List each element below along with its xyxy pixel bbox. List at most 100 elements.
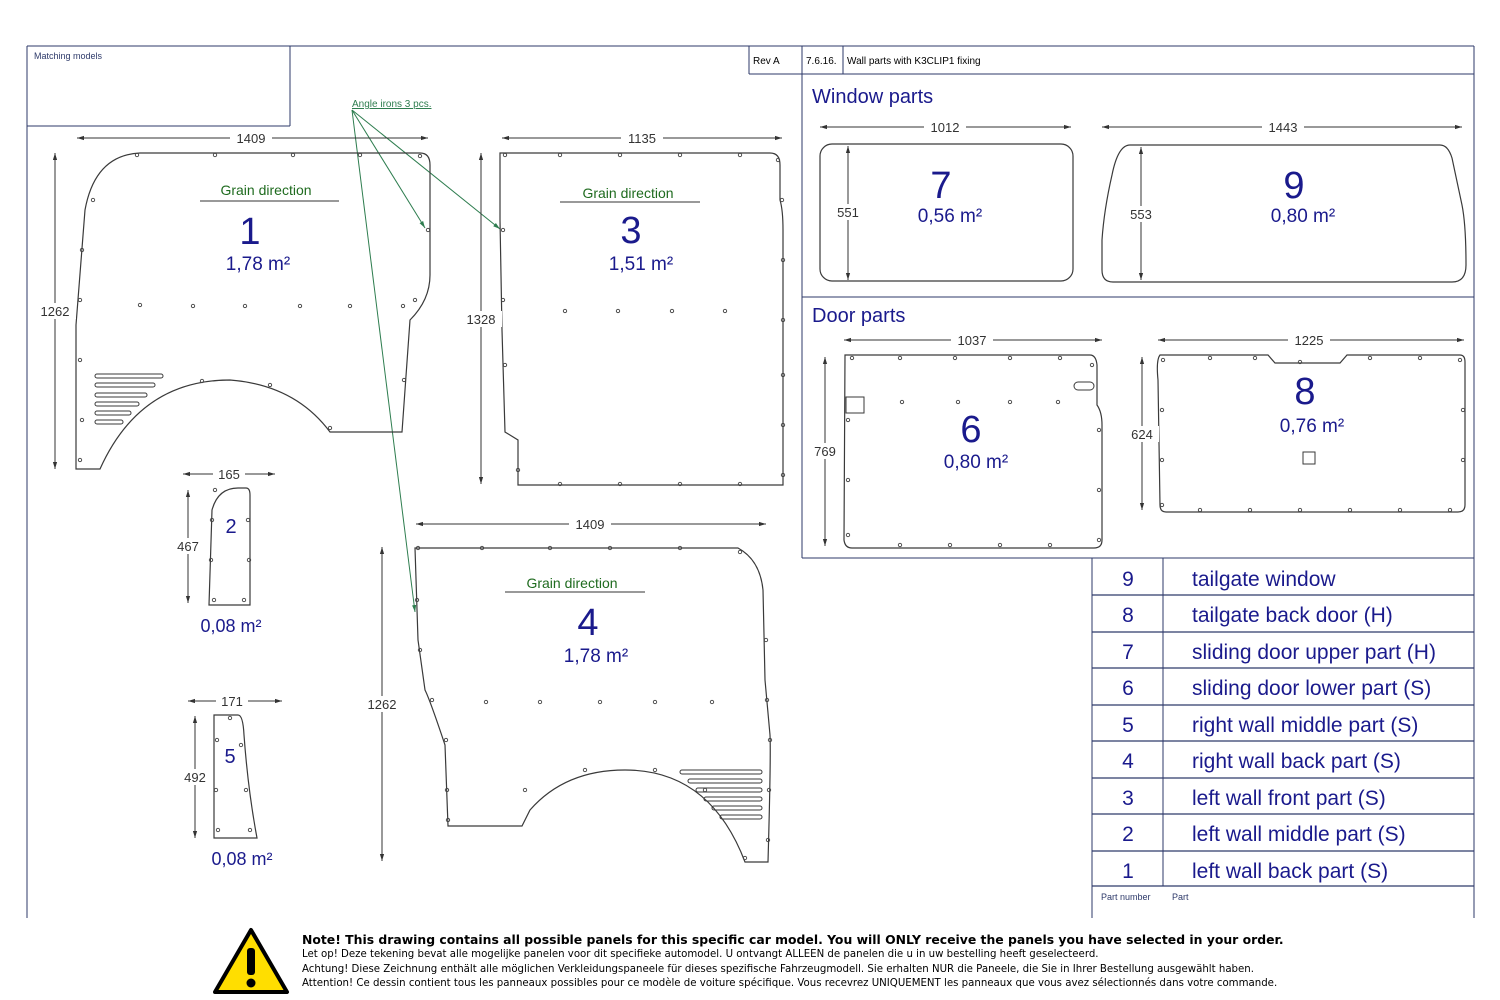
panel-2-outline (208, 487, 251, 606)
panel-9-width: 1443 (1269, 120, 1298, 135)
fixing-hole (417, 647, 423, 653)
panel-1-outline (75, 152, 431, 470)
fixing-hole (849, 355, 855, 361)
fixing-hole (425, 227, 431, 233)
fixing-hole (1447, 507, 1453, 513)
fixing-hole (212, 487, 218, 493)
panel-4-grain: Grain direction (526, 575, 617, 591)
panel-9: 9 0,80 m² 1443 553 (1101, 119, 1467, 283)
fixing-hole (955, 399, 961, 405)
revision-date: 7.6.16. (806, 56, 837, 67)
panel-4-vent-slots (679, 769, 763, 820)
fixing-hole (77, 457, 83, 463)
fixing-hole (780, 422, 786, 428)
panel-6-height: 769 (814, 444, 836, 459)
fixing-hole (290, 152, 296, 158)
fixing-hole (214, 737, 220, 743)
panel-1-area: 1,78 m² (226, 254, 290, 275)
warning-icon (213, 928, 289, 994)
fixing-hole (780, 317, 786, 323)
parts-row-number: 8 (1122, 604, 1134, 627)
fixing-hole (1207, 355, 1213, 361)
fixing-hole (134, 152, 140, 158)
fixing-hole (947, 542, 953, 548)
panel-3-area: 1,51 m² (609, 254, 673, 275)
panel-6-number: 6 (960, 409, 981, 451)
fixing-hole (79, 247, 85, 253)
fixing-hole (897, 542, 903, 548)
fixing-hole (190, 303, 196, 309)
fixing-hole (297, 303, 303, 309)
panel-5-width: 171 (221, 694, 243, 709)
fixing-hole (357, 152, 363, 158)
panel-8-area: 0,76 m² (1280, 416, 1344, 437)
panel-6-area: 0,80 m² (944, 452, 1008, 473)
panel-4-number: 4 (577, 602, 598, 644)
fixing-hole (779, 197, 785, 203)
fixing-hole (997, 542, 1003, 548)
panel-3-width: 1135 (628, 131, 656, 146)
fixing-hole (246, 557, 252, 563)
panel-9-area: 0,80 m² (1271, 206, 1335, 227)
fixing-hole (77, 357, 83, 363)
fixing-hole (597, 699, 603, 705)
panel-3-height: 1328 (467, 312, 496, 327)
fixing-hole (780, 372, 786, 378)
fixing-hole (1096, 427, 1102, 433)
fixing-hole (90, 197, 96, 203)
fixing-hole (1089, 362, 1095, 368)
fixing-hole (215, 827, 221, 833)
drawing-frame (26, 45, 1475, 918)
fixing-hole (775, 157, 781, 163)
fixing-hole (227, 715, 233, 721)
fixing-hole (444, 787, 450, 793)
fixing-hole (515, 467, 521, 473)
fixing-hole (780, 472, 786, 478)
fixing-hole (1159, 502, 1165, 508)
parts-row-number: 9 (1122, 568, 1134, 591)
fixing-hole (1367, 355, 1373, 361)
fixing-hole (1159, 457, 1165, 463)
fixing-hole (737, 549, 743, 555)
fixing-hole (500, 297, 506, 303)
fixing-hole (615, 308, 621, 314)
fixing-hole (1247, 507, 1253, 513)
angle-irons-leader (351, 109, 501, 613)
parts-row-number: 7 (1122, 641, 1134, 664)
fixing-hole (737, 152, 743, 158)
panel-7-width: 1012 (931, 120, 960, 135)
fixing-hole (845, 477, 851, 483)
panel-8-outline (1156, 354, 1466, 513)
panel-9-height: 553 (1130, 207, 1152, 222)
fixing-hole (445, 817, 451, 823)
fixing-hole (1047, 542, 1053, 548)
fixing-hole (582, 767, 588, 773)
panel-5-area: 0,08 m² (211, 849, 272, 869)
panel-8-number: 8 (1294, 371, 1315, 413)
fixing-hole (1252, 355, 1258, 361)
fixing-hole (1055, 399, 1061, 405)
parts-row-name: right wall middle part (S) (1192, 714, 1418, 737)
fixing-hole (479, 545, 485, 551)
panel-6-width: 1037 (958, 333, 987, 348)
parts-row-name: left wall back part (S) (1192, 860, 1388, 883)
fixing-hole (677, 545, 683, 551)
panel-3-grain: Grain direction (582, 185, 673, 201)
fixing-hole (845, 417, 851, 423)
fixing-hole (952, 355, 958, 361)
fixing-hole (742, 855, 748, 861)
fixing-hole (766, 787, 772, 793)
panel-1: Grain direction 1 1,78 m² 1409 1262 (34, 130, 431, 470)
panel-5: 5 0,08 m² 171 492 (179, 693, 282, 869)
fixing-hole (347, 303, 353, 309)
panel-6-outline (843, 354, 1103, 549)
fixing-hole (502, 152, 508, 158)
panel-2-width: 165 (218, 467, 240, 482)
fixing-hole (537, 699, 543, 705)
fixing-hole (412, 297, 418, 303)
panel-1-number: 1 (239, 211, 260, 253)
fixing-hole (500, 227, 506, 233)
fixing-holes (77, 152, 1466, 861)
fixing-hole (400, 303, 406, 309)
